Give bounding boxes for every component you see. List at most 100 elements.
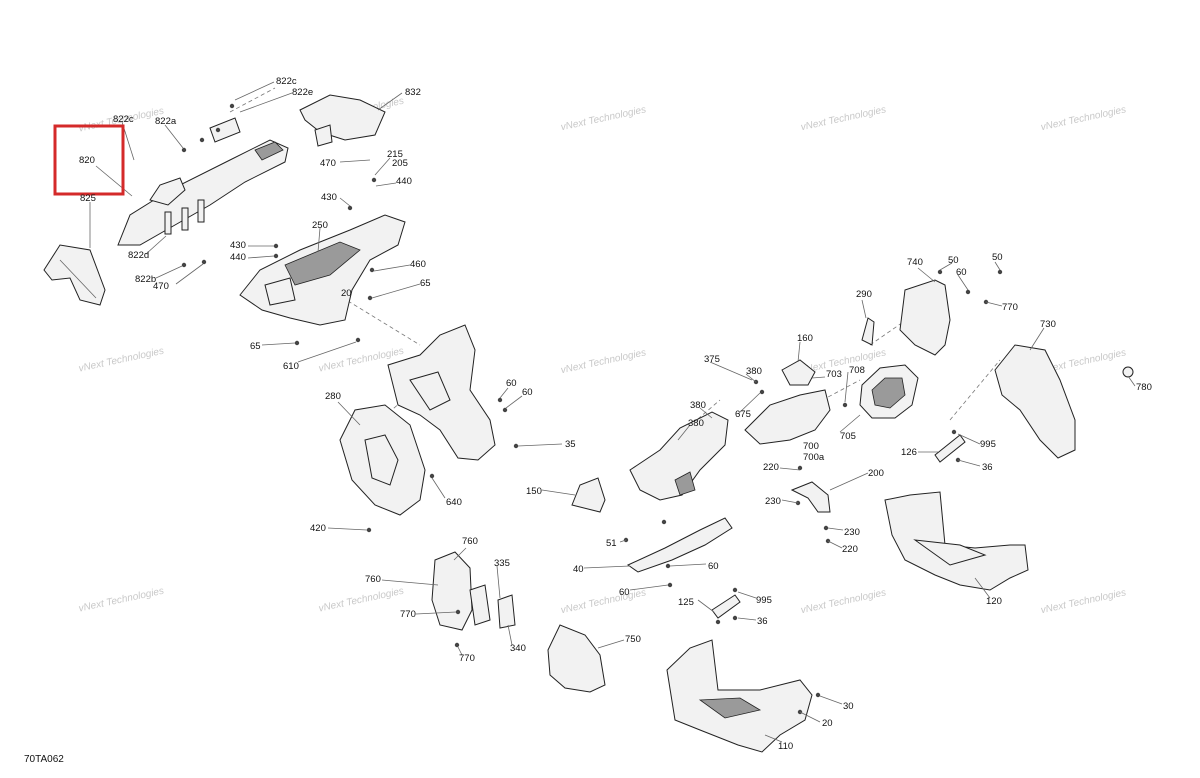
fender-280-part [339,404,426,516]
part-label: 440 [396,176,412,187]
callout-labels: 822c 822e 832 822c 822a 820 825 822d 822… [79,76,1152,752]
footwell-120-part [884,491,1029,591]
part-label: 60 [619,587,630,598]
part-label: 760 [462,536,478,547]
part-label: 230 [765,496,781,507]
part-label: 35 [565,439,576,450]
part-label: 470 [153,281,169,292]
part-label: 220 [842,544,858,555]
panel-760-part [431,551,516,631]
leader-lines [89,81,1136,743]
part-label: 708 [849,365,865,376]
part-label: 110 [778,741,793,752]
panel-750-part [547,624,606,693]
part-label: 65 [250,341,261,352]
watermark: vNext Technologies [560,104,647,133]
part-label: 740 [907,257,923,268]
part-label: 220 [763,462,779,473]
part-label: 640 [446,497,462,508]
part-label: 705 [840,431,856,442]
part-label: 200 [868,468,884,479]
part-label: 700 [803,441,819,452]
part-label: 51 [606,538,617,549]
center-panel-610-part [387,324,496,461]
part-label: 380 [746,366,762,377]
part-label: 703 [826,369,842,380]
deflector-290-part [861,317,875,346]
part-label: 205 [392,158,408,169]
part-label: 822b [135,274,156,285]
part-label: 250 [312,220,328,231]
part-label: 50 [948,255,959,266]
part-label: 36 [982,462,993,473]
watermark: vNext Technologies [800,587,887,616]
part-label: 822c [276,76,297,87]
part-label: 335 [494,558,510,569]
part-label: 50 [992,252,1003,263]
part-label: 822d [128,250,149,261]
gauge-705-part [859,364,919,419]
part-label: 730 [1040,319,1056,330]
watermark: vNext Technologies [800,104,887,133]
panel-740-part [899,279,951,356]
console-700-part [744,359,831,445]
part-label: 440 [230,252,246,263]
part-label: 770 [459,653,475,664]
diagram-code: 70TA062 [24,754,64,765]
part-label: 160 [797,333,813,344]
part-label: 460 [410,259,426,270]
watermark: vNext Technologies [78,586,165,615]
part-label: 60 [506,378,517,389]
watermark: vNext Technologies [78,346,165,375]
part-label: 380 [690,400,706,411]
watermark: vNext Technologies [1040,104,1127,133]
part-label: 60 [956,267,967,278]
rack-40-part [626,517,733,573]
part-label: 60 [708,561,719,572]
bracket-125-part [711,594,741,619]
part-label: 995 [980,439,996,450]
part-label: 822a [155,116,177,127]
part-label: 150 [526,486,542,497]
part-label: 375 [704,354,720,365]
panel-730-part [994,344,1134,459]
part-label: 822c [113,114,134,125]
watermark: vNext Technologies [1040,587,1127,616]
watermark: vNext Technologies [560,347,647,376]
fasteners [181,103,1003,715]
part-label: 230 [844,527,860,538]
part-label: 340 [510,643,526,654]
part-label: 820 [79,155,95,166]
front-rack-part [117,117,289,246]
watermark: vNext Technologies [560,587,647,616]
part-label: 125 [678,597,694,608]
part-label: 760 [365,574,381,585]
part-label: 40 [573,564,584,575]
part-label: 430 [230,240,246,251]
part-label: 610 [283,361,299,372]
panel-150-part [571,477,606,513]
footwell-110-part [666,639,813,753]
part-label: 770 [400,609,416,620]
part-label: 470 [320,158,336,169]
highlight-box [53,124,125,196]
part-label: 832 [405,87,421,98]
part-label: 280 [325,391,341,402]
rear-bracket-part [43,244,106,306]
part-label: 675 [735,409,751,420]
part-label: 60 [522,387,533,398]
part-label: 995 [756,595,772,606]
part-label: 825 [80,193,96,204]
part-label: 770 [1002,302,1018,313]
part-label: 20 [822,718,833,729]
part-label: 36 [757,616,768,627]
part-label: 750 [625,634,641,645]
front-fascia-part [239,214,406,326]
bracket-200-part [790,481,831,513]
part-label: 290 [856,289,872,300]
part-label: 30 [843,701,854,712]
part-label: 420 [310,523,326,534]
part-label: 20 [341,288,352,299]
part-label: 822e [292,87,313,98]
part-label: 120 [986,596,1002,607]
